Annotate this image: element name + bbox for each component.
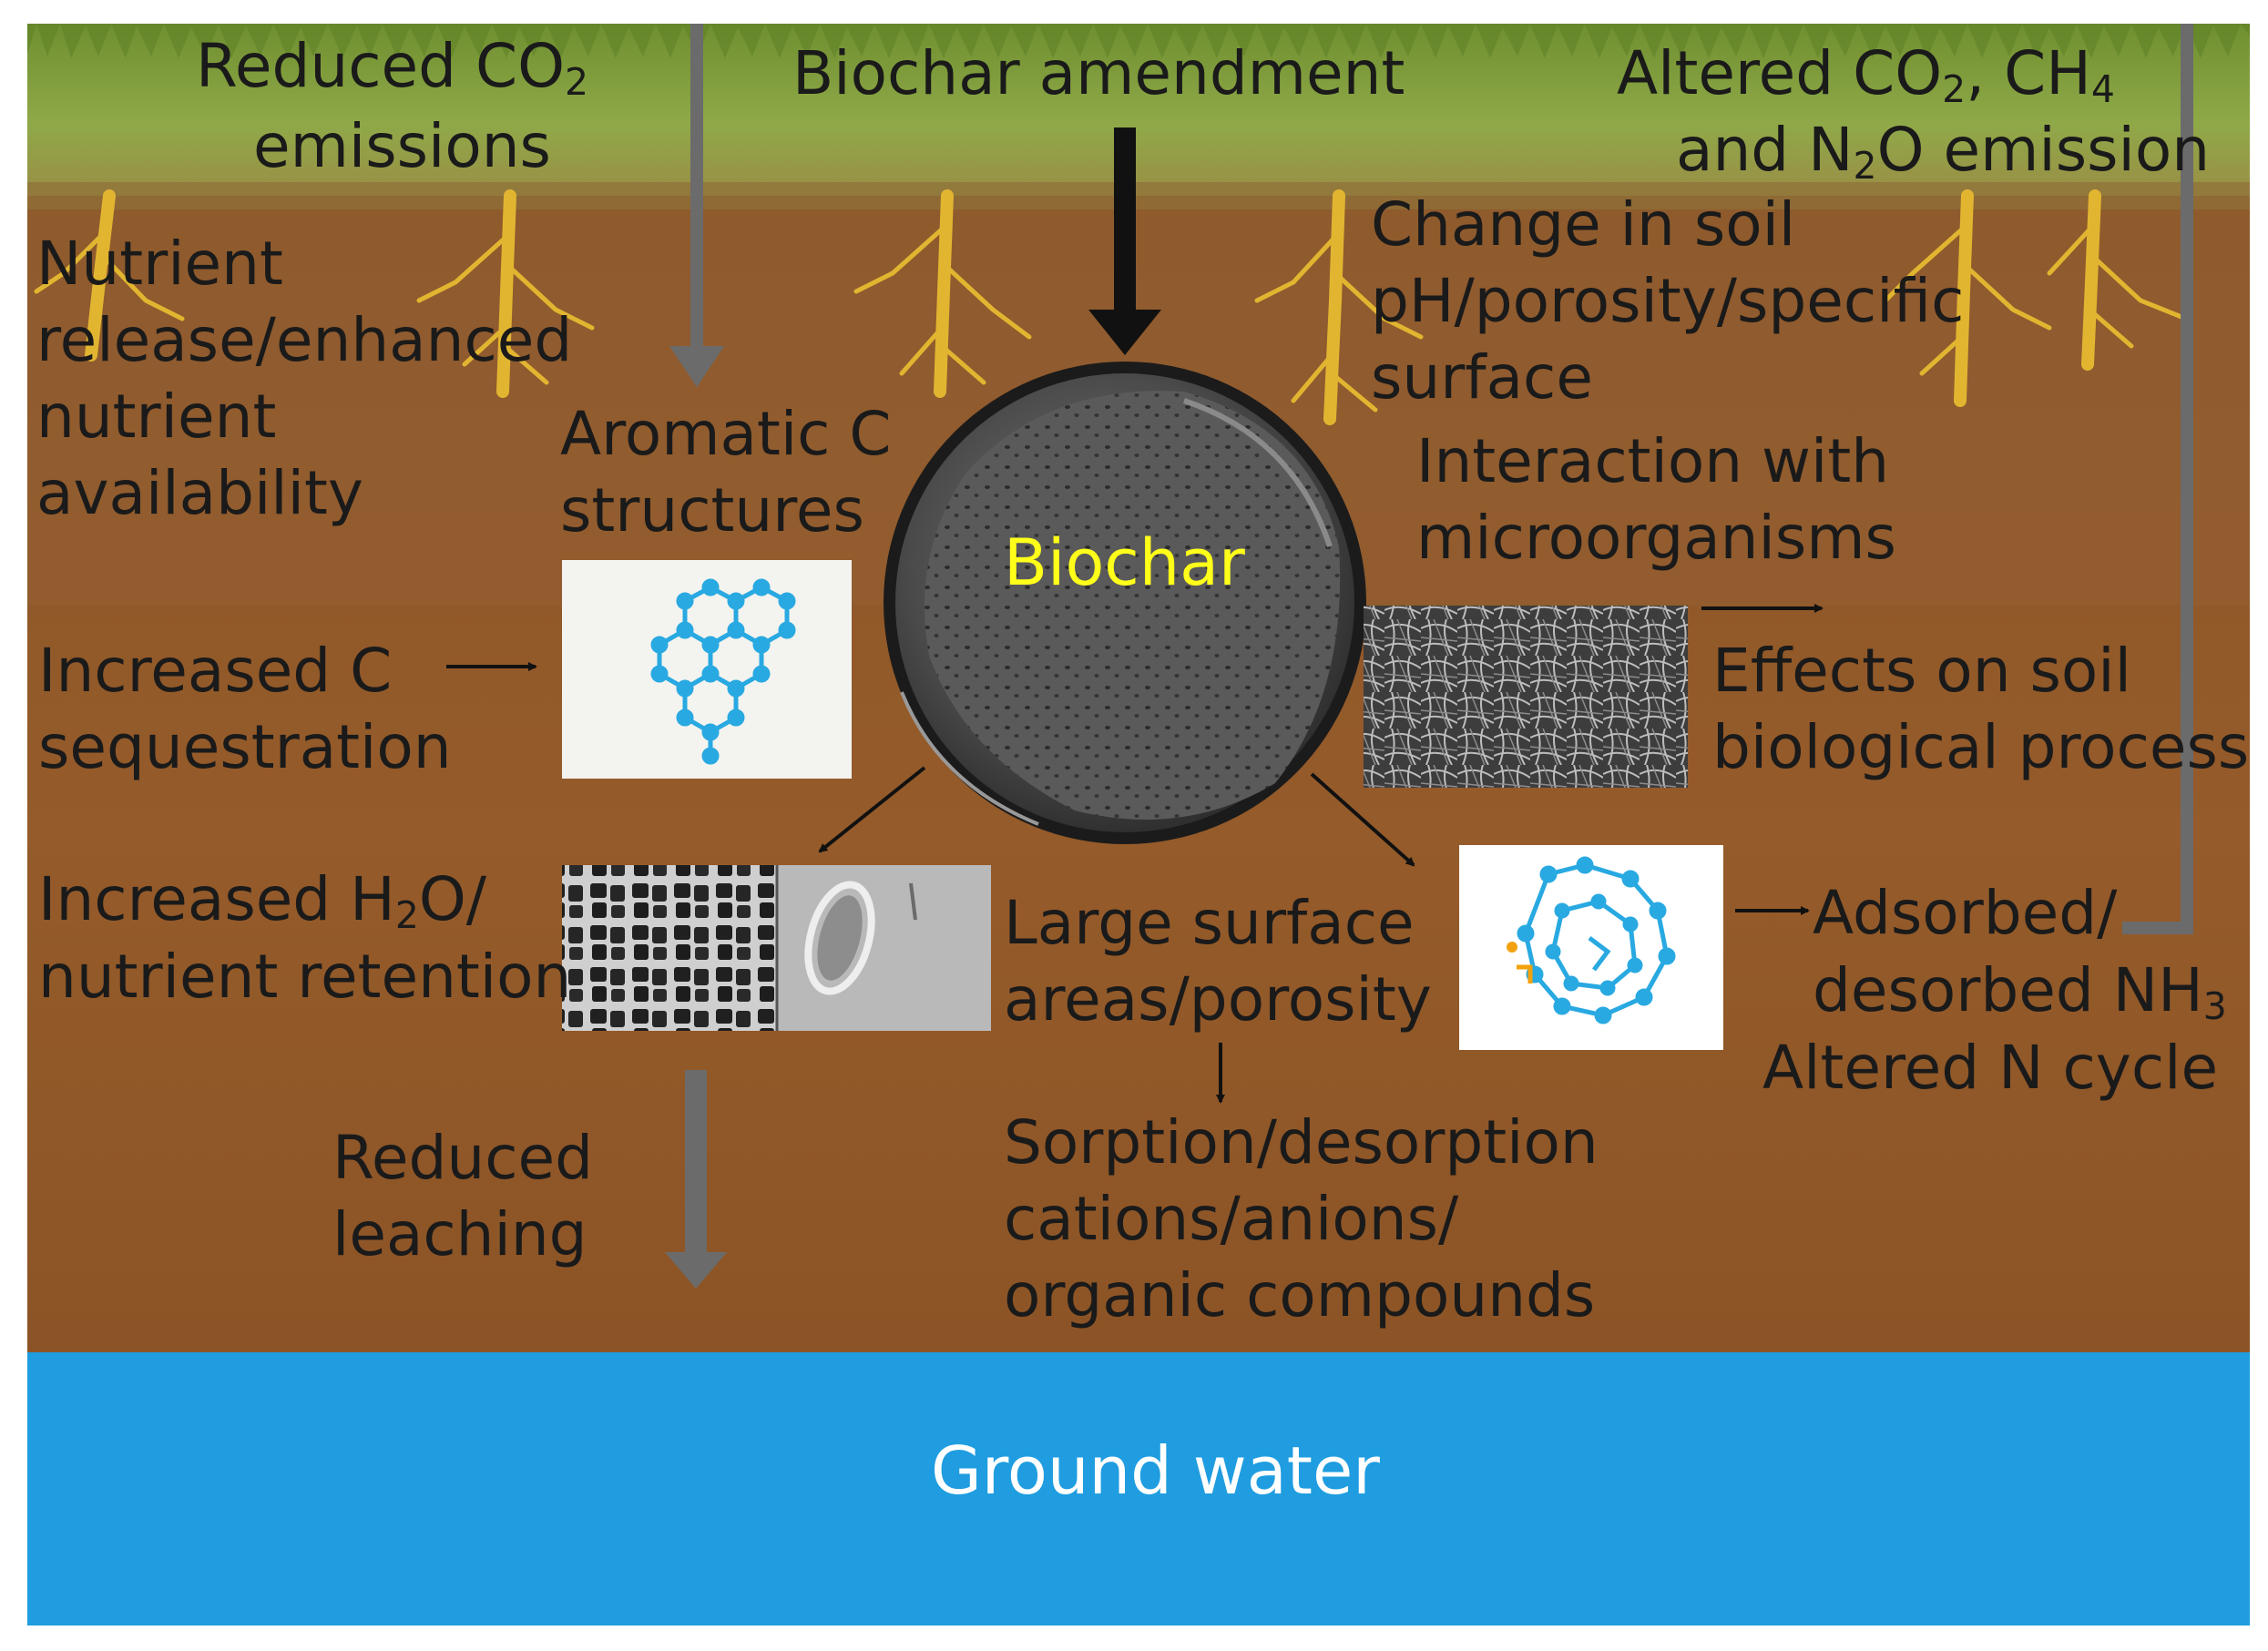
interaction-label: Interaction with microorganisms	[1416, 426, 1896, 573]
altered-n-cycle-label: Altered N cycle	[1762, 1033, 2219, 1103]
ground-water-layer	[27, 1352, 2250, 1626]
reduced-co2-arrow	[669, 24, 724, 387]
thin-arrows	[446, 604, 1824, 1104]
change-soil-label: Change in soil pH/porosity/specific surf…	[1371, 189, 1965, 413]
sorption-label: Sorption/desorption cations/anions/ orga…	[1004, 1107, 1599, 1330]
biochar-label: Biochar	[1004, 525, 1245, 600]
desorbed-nh3-label: desorbed NH3	[1813, 955, 2227, 1028]
biochar-amendment-label: Biochar amendment	[792, 38, 1405, 108]
altered-emission-label-line2: and N2O emission	[1676, 115, 2211, 188]
microorganism-image	[1364, 606, 1688, 788]
pore-structure-image	[562, 865, 991, 1031]
emission-return-arrow	[2122, 24, 2193, 934]
effects-label: Effects on soil biological process	[1712, 636, 2250, 782]
increased-h2o-label: Increased H2O/	[38, 864, 487, 937]
large-surface-label: Large surface areas/porosity	[1004, 888, 1432, 1034]
ground-water-label: Ground water	[931, 1432, 1380, 1509]
grass-blades	[27, 24, 2250, 58]
altered-emission-label: Altered CO2, CH4	[1617, 38, 2115, 111]
reduced-co2-label: Reduced CO2	[196, 31, 589, 104]
arrow-to-surface	[1310, 772, 1415, 867]
nutrient-release-label: Nutrient release/enhanced nutrient avail…	[36, 229, 573, 528]
grass-soil-edge	[27, 182, 2250, 209]
aromatic-c-label: Aromatic C structures	[560, 399, 892, 545]
reduced-co2-label-line2: emissions	[253, 111, 551, 181]
aromatic-c-image	[562, 560, 852, 779]
increased-c-label: Increased C sequestration	[38, 636, 452, 782]
adsorption-molecule-image	[1459, 845, 1723, 1050]
biochar-amendment-arrow	[1088, 127, 1161, 355]
biochar-particle	[884, 362, 1366, 844]
plant-roots	[34, 189, 2189, 425]
arrow-to-retention	[818, 766, 926, 853]
reduced-leaching-label: Reduced leaching	[332, 1123, 594, 1269]
nutrient-retention-label: nutrient retention	[38, 942, 572, 1012]
reduced-leaching-arrow	[665, 1070, 727, 1289]
adsorbed-label: Adsorbed/	[1813, 878, 2118, 948]
